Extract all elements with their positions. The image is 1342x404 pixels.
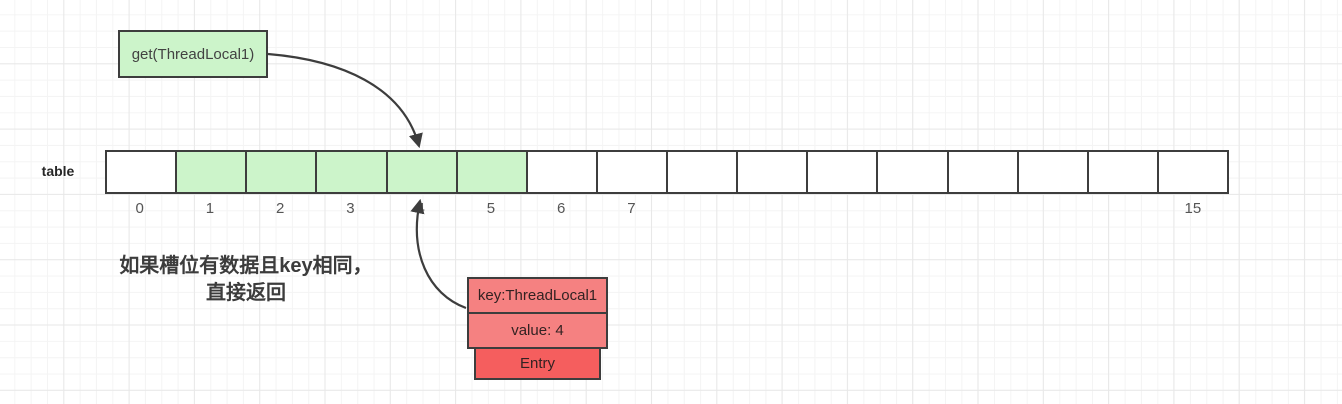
annotation-text: 如果槽位有数据且key相同， 直接返回 <box>96 253 396 307</box>
cell-index-label-5: 5 <box>486 200 496 217</box>
get-call-box: get(ThreadLocal1) <box>118 30 268 78</box>
cell-index-label-3: 3 <box>346 200 355 217</box>
annotation-line1: 如果槽位有数据且key相同， <box>119 255 373 277</box>
table-cell-14 <box>1086 150 1159 194</box>
entry-title-label: Entry <box>519 355 555 372</box>
table-cell-10 <box>806 150 879 194</box>
table-cell-15 <box>1156 150 1229 194</box>
table-cell-4 <box>385 150 458 194</box>
table-cell-13 <box>1016 150 1089 194</box>
table-cell-2 <box>245 150 318 194</box>
cell-index-label-0: 0 <box>135 200 144 217</box>
cell-index-label-7: 7 <box>627 200 636 217</box>
table-cell-9 <box>736 150 809 194</box>
cell-index-label-15: 15 <box>1184 200 1202 217</box>
table-cell-0 <box>105 150 178 194</box>
table-cell-7 <box>595 150 668 194</box>
get-call-label: get(ThreadLocal1) <box>131 45 255 63</box>
table-cell-1 <box>175 150 248 194</box>
table-cell-8 <box>666 150 739 194</box>
entry-key-label: key:ThreadLocal1 <box>477 287 598 304</box>
entry-key-box: key:ThreadLocal1 <box>467 277 608 314</box>
entry-value-box: value: 4 <box>467 312 608 349</box>
arrow-entry-to-slot4 <box>410 198 467 310</box>
table-cell-11 <box>876 150 949 194</box>
table-cell-6 <box>525 150 598 194</box>
arrow-get-to-slot4 <box>267 52 423 149</box>
cell-index-label-2: 2 <box>275 200 285 217</box>
cell-index-label-1: 1 <box>205 200 215 217</box>
table-label: table <box>41 163 75 179</box>
table-cell-3 <box>315 150 388 194</box>
table-row <box>105 150 1229 194</box>
cell-index-label-6: 6 <box>556 200 566 217</box>
entry-value-label: value: 4 <box>511 322 564 339</box>
cell-index-label-4: 4 <box>416 200 425 217</box>
table-cell-12 <box>946 150 1019 194</box>
entry-title-box: Entry <box>474 347 601 380</box>
table-cell-5 <box>455 150 528 194</box>
annotation-line2: 直接返回 <box>206 282 286 304</box>
